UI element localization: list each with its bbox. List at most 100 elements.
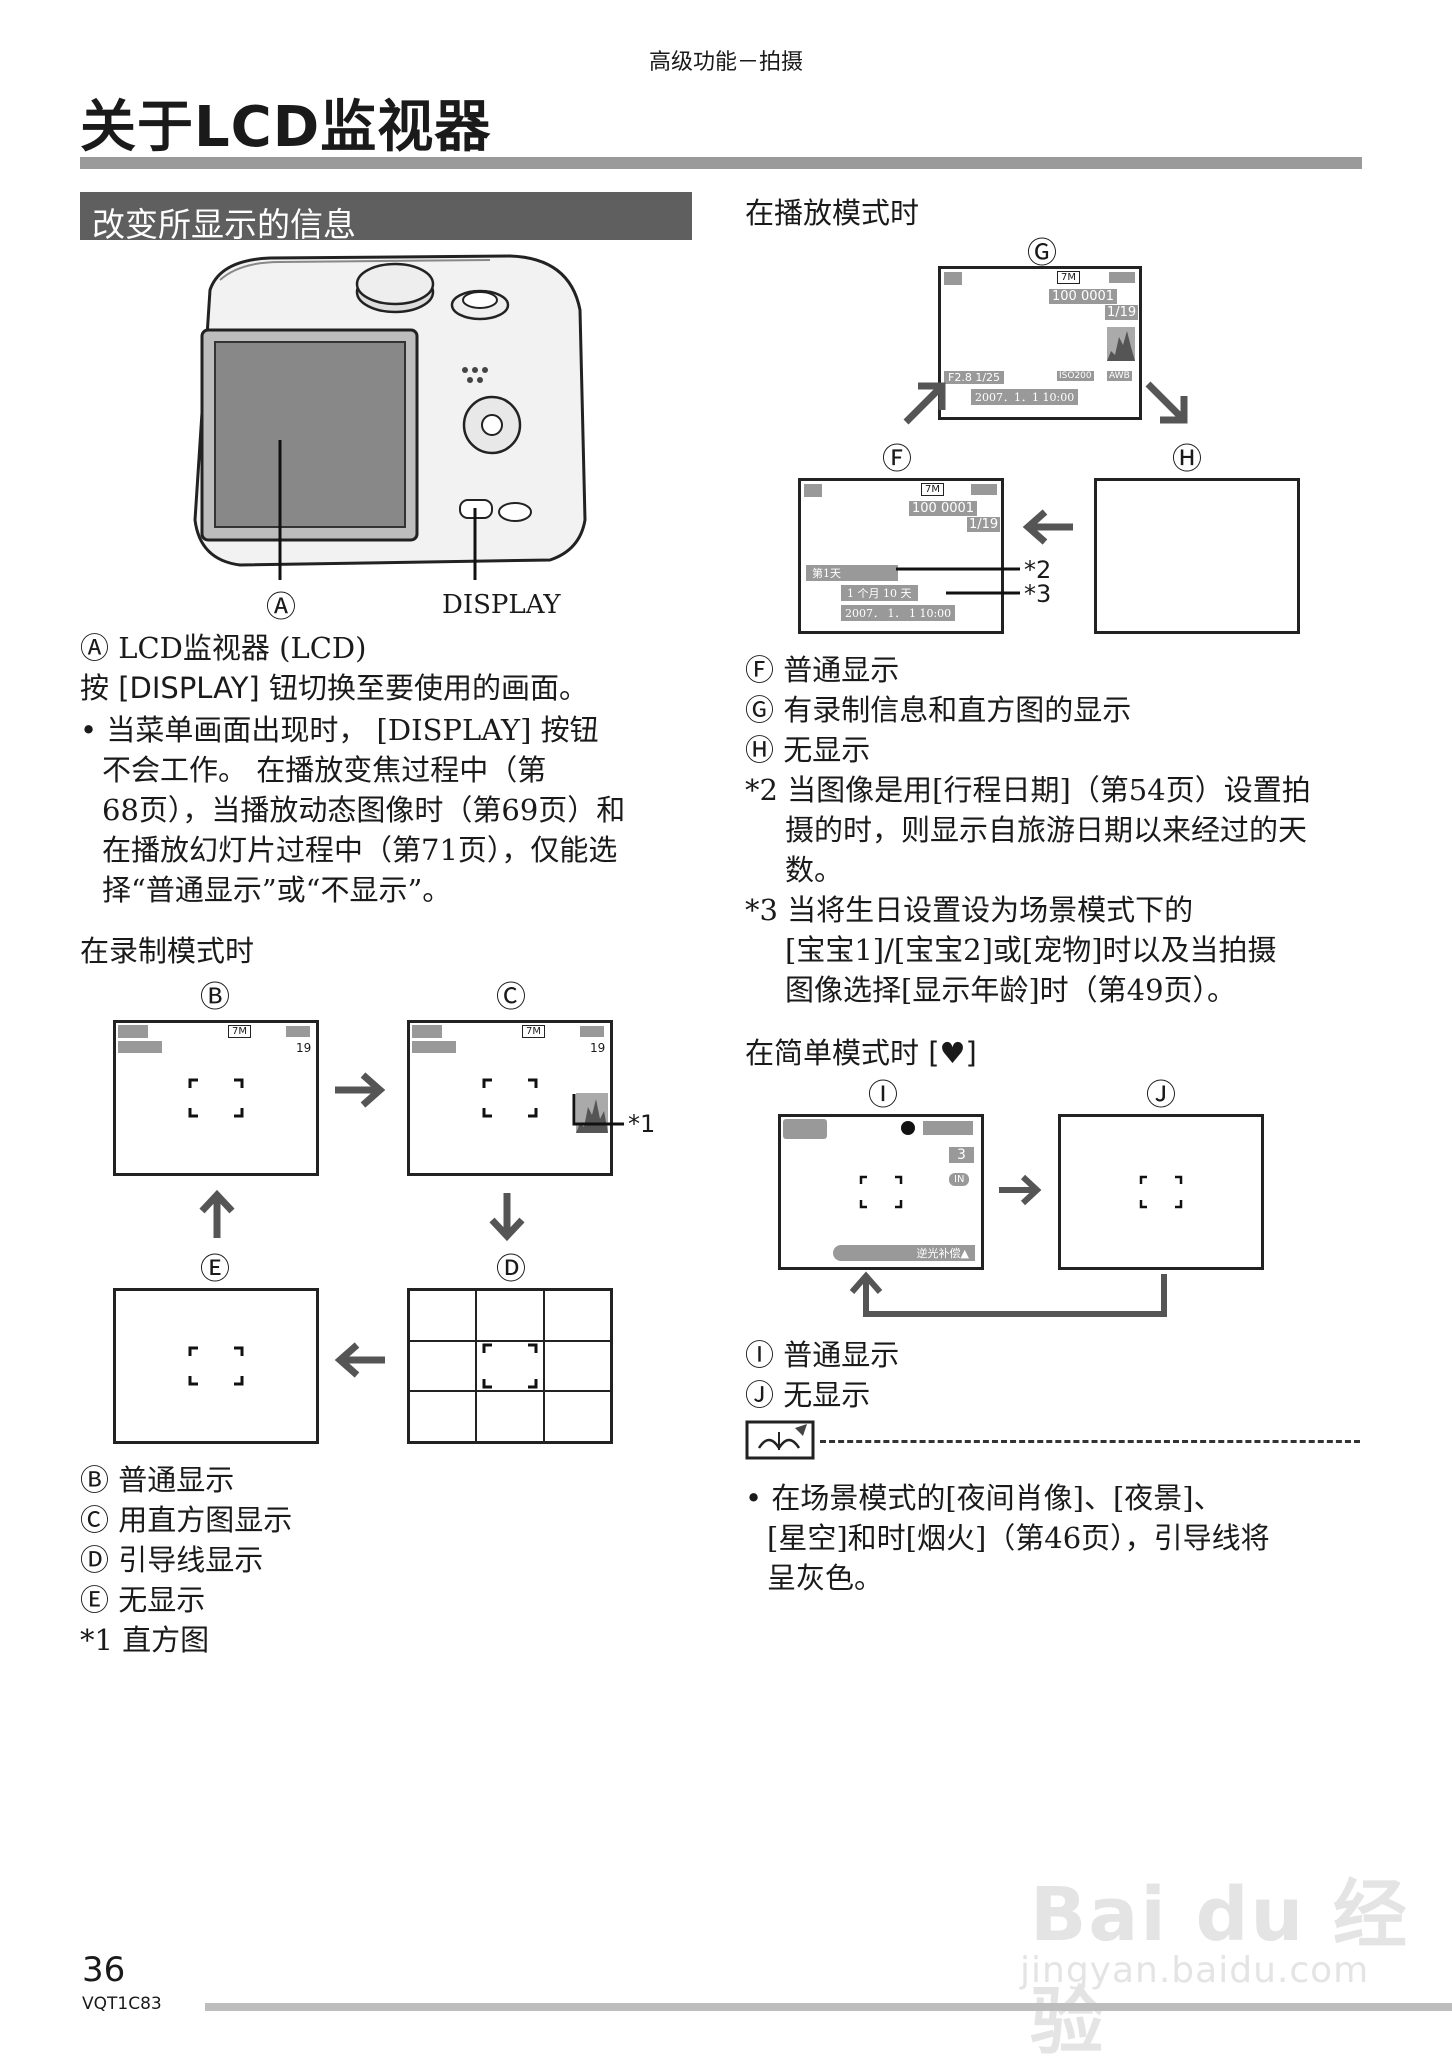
scene-mode-note: • 在场景模式的[夜间肖像]、[夜景]、 [星空]和时[烟火]（第46页），引导… bbox=[745, 1478, 1270, 1598]
note-line: [宝宝1]/[宝宝2]或[宠物]时以及当拍摄 bbox=[785, 933, 1277, 967]
focus-bracket-icon bbox=[188, 1078, 244, 1118]
marker-d: Ⓓ bbox=[496, 1252, 526, 1287]
marker-i: Ⓘ bbox=[868, 1078, 898, 1113]
note-line: 数。 bbox=[785, 853, 844, 887]
caption-i: Ⓘ 普通显示 bbox=[745, 1338, 900, 1372]
caption-e: Ⓔ 无显示 bbox=[80, 1583, 206, 1617]
mode-icon bbox=[412, 1025, 442, 1038]
arrow-right-icon bbox=[999, 1174, 1042, 1206]
memory-icon: IN bbox=[949, 1173, 970, 1186]
marker-h: Ⓗ bbox=[1172, 442, 1202, 477]
histogram-leader-line bbox=[572, 1094, 624, 1126]
marker-c: Ⓒ bbox=[496, 980, 526, 1015]
histogram-icon bbox=[1107, 327, 1135, 361]
caption-j: Ⓙ 无显示 bbox=[745, 1378, 871, 1412]
marker-b: Ⓑ bbox=[200, 980, 230, 1015]
note-line: 在播放幻灯片过程中（第71页），仅能选 bbox=[102, 833, 618, 867]
note-line: [星空]和时[烟火]（第46页），引导线将 bbox=[767, 1521, 1270, 1555]
battery-icon bbox=[923, 1121, 973, 1135]
remaining-shots: 3 bbox=[949, 1147, 974, 1163]
note-line: • 在场景模式的[夜间肖像]、[夜景]、 bbox=[745, 1481, 1223, 1515]
screen-b-normal: 7M 19 bbox=[113, 1020, 319, 1176]
asterisk2-label: *2 bbox=[1024, 556, 1052, 584]
note-line: *2 当图像是用[行程日期]（第54页）设置拍 bbox=[745, 773, 1311, 807]
simple-mode-heading: 在简单模式时 [♥] bbox=[745, 1036, 977, 1070]
iso-info: ISO200 bbox=[1057, 371, 1094, 381]
play-icon bbox=[944, 272, 962, 285]
marker-e: Ⓔ bbox=[200, 1252, 230, 1287]
screen-d-guidelines bbox=[407, 1288, 613, 1444]
caption-d: Ⓓ 引导线显示 bbox=[80, 1543, 264, 1577]
caption-h: Ⓗ 无显示 bbox=[745, 733, 871, 767]
focus-bracket-icon bbox=[859, 1175, 903, 1209]
note-line: 呈灰色。 bbox=[767, 1561, 884, 1595]
display-instruction: 按 [DISPLAY] 钮切换至要使用的画面。 bbox=[80, 671, 588, 705]
battery-icon bbox=[1109, 272, 1135, 283]
arrow-up-right-icon bbox=[903, 382, 946, 425]
lcd-caption: Ⓐ LCD监视器 (LCD) bbox=[80, 631, 367, 665]
size-badge: 7M bbox=[1057, 271, 1080, 284]
note-book-icon bbox=[745, 1420, 815, 1460]
screen-c-histogram: 7M 19 bbox=[407, 1020, 613, 1176]
note-line: *3 当将生日设置设为场景模式下的 bbox=[745, 893, 1194, 927]
display-button-label: DISPLAY bbox=[442, 590, 561, 620]
caption-b: Ⓑ 普通显示 bbox=[80, 1463, 235, 1497]
arrow-right-icon bbox=[335, 1072, 386, 1108]
image-count: 1/19 bbox=[1105, 305, 1139, 320]
battery-icon bbox=[971, 484, 997, 495]
screen-j-none bbox=[1058, 1114, 1264, 1270]
arrow-left-icon bbox=[334, 1342, 385, 1378]
image-count: 1/19 bbox=[967, 517, 1001, 532]
date-info: 2007． 1． 1 10:00 bbox=[841, 605, 956, 621]
menu-note: • 当菜单画面出现时， [DISPLAY] 按钮 不会工作。 在播放变焦过程中（… bbox=[80, 710, 625, 910]
page-title: 关于LCD监视器 bbox=[80, 95, 492, 160]
playback-captions: Ⓕ 普通显示 Ⓖ 有录制信息和直方图的显示 Ⓗ 无显示 bbox=[745, 650, 1131, 770]
flash-icon bbox=[412, 1041, 456, 1053]
asterisk1-label: *1 bbox=[628, 1110, 656, 1138]
focus-bracket-icon bbox=[1139, 1175, 1183, 1209]
guideline-grid bbox=[410, 1291, 610, 1441]
backlight-comp-button: 逆光补偿▲ bbox=[833, 1245, 975, 1261]
watermark-logo: Bai du 经验 bbox=[1030, 1872, 1409, 2065]
marker-a: Ⓐ bbox=[266, 590, 296, 625]
return-arrow-icon bbox=[849, 1271, 1167, 1317]
wb-info: AWB bbox=[1107, 371, 1132, 381]
dashed-rule bbox=[820, 1440, 1360, 1443]
marker-j: Ⓙ bbox=[1146, 1078, 1176, 1113]
size-badge: 7M bbox=[921, 483, 944, 496]
note-line: 摄的时，则显示自旅游日期以来经过的天 bbox=[785, 813, 1308, 847]
note-line: 择“普通显示”或“不显示”。 bbox=[102, 873, 452, 907]
focus-indicator-icon bbox=[901, 1121, 915, 1135]
note-line: 不会工作。 在播放变焦过程中（第 bbox=[102, 753, 547, 787]
size-badge: 7M bbox=[522, 1025, 545, 1038]
section-heading: 改变所显示的信息 bbox=[80, 192, 692, 244]
header-category: 高级功能－拍摄 bbox=[648, 50, 803, 75]
age-display: 1 个月 10 天 bbox=[841, 585, 918, 601]
caption-c: Ⓒ 用直方图显示 bbox=[80, 1503, 293, 1537]
note-line: 图像选择[显示年龄]时（第49页）。 bbox=[785, 973, 1237, 1007]
footer-rule bbox=[205, 2003, 1452, 2011]
size-badge: 7M bbox=[228, 1025, 251, 1038]
screen-e-none bbox=[113, 1288, 319, 1444]
flash-mode-icon bbox=[783, 1119, 827, 1139]
date-info: 2007．1．1 10:00 bbox=[971, 389, 1079, 405]
caption-g: Ⓖ 有录制信息和直方图的显示 bbox=[745, 693, 1132, 727]
mode-icon bbox=[118, 1025, 148, 1038]
caption-asterisk1: *1 直方图 bbox=[80, 1623, 210, 1657]
leader-lines bbox=[896, 567, 1020, 595]
arrow-down-icon bbox=[489, 1193, 525, 1242]
arrow-down-right-icon bbox=[1145, 381, 1188, 424]
playback-mode-heading: 在播放模式时 bbox=[745, 196, 920, 230]
play-icon bbox=[804, 484, 822, 497]
shot-count: 19 bbox=[590, 1041, 606, 1055]
record-mode-heading: 在录制模式时 bbox=[80, 934, 255, 968]
screen-h-none bbox=[1094, 478, 1300, 634]
flash-icon bbox=[118, 1041, 162, 1053]
watermark-url: jingyan.baidu.com bbox=[1020, 1950, 1370, 1991]
caption-f: Ⓕ 普通显示 bbox=[745, 653, 900, 687]
marker-g: Ⓖ bbox=[1027, 236, 1057, 271]
shot-count: 19 bbox=[296, 1041, 312, 1055]
page-number: 36 bbox=[82, 1950, 126, 1990]
arrow-left-icon bbox=[1022, 509, 1073, 545]
file-number: 100 0001 bbox=[1049, 289, 1118, 304]
